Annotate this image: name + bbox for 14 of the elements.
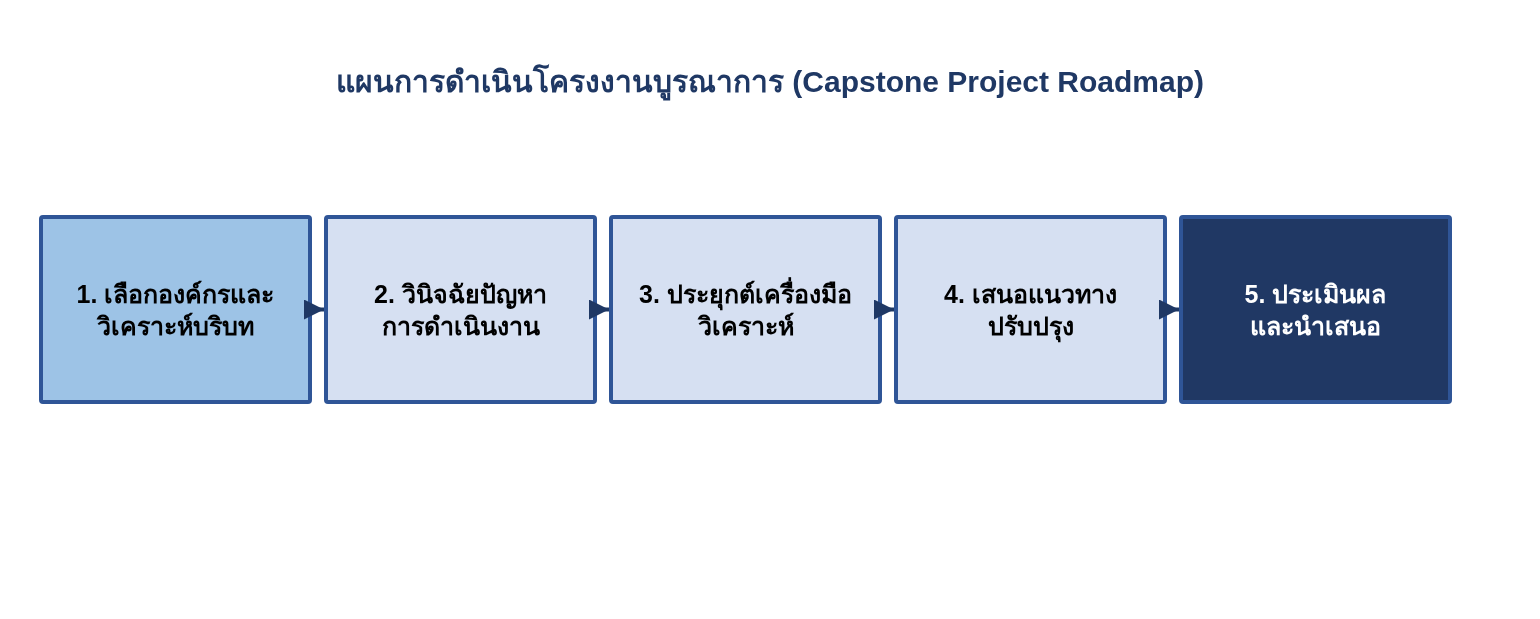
step-label: 4. เสนอแนวทางปรับปรุง [930,277,1131,342]
arrow [304,299,324,320]
step-label: 5. ประเมินผลและนำเสนอ [1243,278,1388,342]
step-label: 1. เลือกองค์กรและวิเคราะห์บริบท [75,278,276,342]
step-box [324,215,597,404]
arrow [1159,299,1179,320]
step-box [894,215,1167,404]
arrow [589,299,609,320]
arrow [874,299,894,320]
step-label: 2. วินิจฉัยปัญหาการดำเนินงาน [373,278,548,342]
step-box [609,215,882,404]
step-box [39,215,312,404]
step-box [1179,215,1452,404]
step-label: 3. ประยุกต์เครื่องมือวิเคราะห์ [638,277,853,342]
